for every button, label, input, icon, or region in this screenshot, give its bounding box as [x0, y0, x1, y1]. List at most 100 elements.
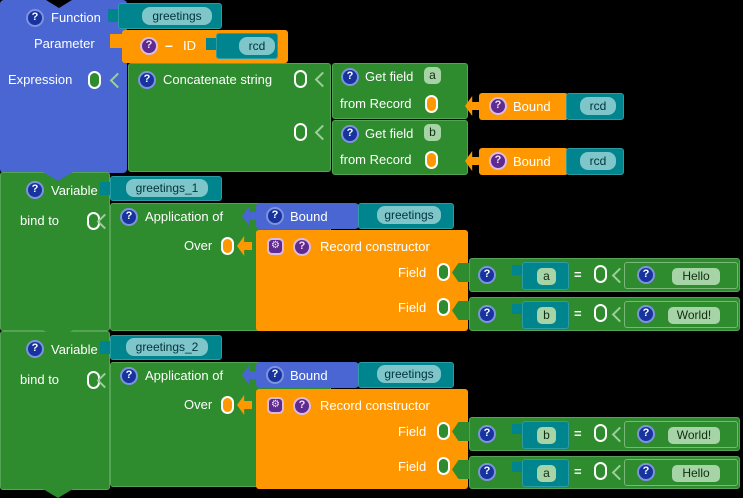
equals-label: =: [574, 426, 582, 441]
record-constructor-block[interactable]: [256, 230, 468, 331]
help-icon[interactable]: ?: [26, 181, 44, 199]
string-value-block[interactable]: [624, 262, 738, 289]
help-icon[interactable]: ?: [637, 425, 655, 443]
field-connector: [512, 265, 526, 275]
help-icon[interactable]: ?: [637, 266, 655, 284]
help-icon[interactable]: ?: [266, 366, 284, 384]
value-socket[interactable]: [594, 462, 607, 480]
bound-name-field[interactable]: greetings: [377, 206, 441, 224]
equals-label: =: [574, 267, 582, 282]
concatenate-title: Concatenate string: [163, 72, 273, 87]
help-icon[interactable]: ?: [478, 463, 496, 481]
field-name-chip[interactable]: b: [424, 124, 441, 141]
field-name-chip[interactable]: a: [537, 465, 556, 482]
help-icon[interactable]: ?: [293, 397, 311, 415]
over-socket[interactable]: [221, 237, 234, 255]
help-icon[interactable]: ?: [637, 463, 655, 481]
over-label: Over: [184, 238, 213, 253]
help-icon[interactable]: ?: [140, 37, 158, 55]
string-value-chip[interactable]: Hello: [672, 268, 720, 285]
get-field-title: Get field: [365, 69, 414, 84]
function-block[interactable]: [0, 0, 127, 173]
help-icon[interactable]: ?: [489, 97, 507, 115]
value-connector: [452, 460, 469, 479]
string-value-chip[interactable]: World!: [668, 427, 720, 444]
bound-name-field[interactable]: rcd: [580, 152, 616, 170]
variable-block[interactable]: [0, 331, 110, 490]
bound-name-field[interactable]: greetings: [377, 365, 441, 383]
value-socket[interactable]: [594, 265, 607, 283]
equals-label: =: [574, 306, 582, 321]
from-record-socket[interactable]: [425, 151, 438, 169]
help-icon[interactable]: ?: [637, 305, 655, 323]
help-icon[interactable]: ?: [120, 208, 138, 226]
help-icon[interactable]: ?: [478, 425, 496, 443]
field-name-chip[interactable]: b: [537, 427, 556, 444]
over-label: Over: [184, 397, 213, 412]
parameter-id-label: ID: [183, 38, 196, 53]
bind-to-socket[interactable]: [87, 212, 100, 230]
over-socket[interactable]: [221, 396, 234, 414]
variable-name-field[interactable]: greetings_1: [126, 179, 208, 197]
parameter-name-field[interactable]: rcd: [239, 37, 275, 55]
field-name-chip[interactable]: b: [537, 307, 556, 324]
variable-title: Variable: [51, 342, 98, 357]
from-record-label: from Record: [340, 152, 412, 167]
bind-to-label: bind to: [20, 372, 60, 387]
from-record-socket[interactable]: [425, 95, 438, 113]
field-label: Field: [398, 459, 427, 474]
field-socket[interactable]: [437, 422, 450, 440]
expression-socket[interactable]: [88, 71, 101, 89]
help-icon[interactable]: ?: [26, 9, 44, 27]
help-icon[interactable]: ?: [293, 238, 311, 256]
variable-block[interactable]: [0, 172, 110, 331]
help-icon[interactable]: ?: [489, 152, 507, 170]
from-record-label: from Record: [340, 96, 412, 111]
statement-tab: [43, 489, 73, 498]
statement-notch: [46, 0, 72, 8]
help-icon[interactable]: ?: [341, 68, 359, 86]
field-connector: [512, 424, 526, 434]
value-socket[interactable]: [594, 424, 607, 442]
mutator-gear-icon[interactable]: ⚙: [267, 238, 284, 255]
field-name-chip[interactable]: a: [537, 268, 556, 285]
statement-tab: [43, 172, 73, 181]
equals-label: =: [574, 464, 582, 479]
string-value-block[interactable]: [624, 421, 738, 448]
get-field-title: Get field: [365, 126, 414, 141]
help-icon[interactable]: ?: [26, 340, 44, 358]
string-value-block[interactable]: [624, 301, 738, 328]
help-icon[interactable]: ?: [478, 266, 496, 284]
help-icon[interactable]: ?: [341, 125, 359, 143]
value-socket[interactable]: [594, 304, 607, 322]
field-socket[interactable]: [437, 457, 450, 475]
field-socket[interactable]: [437, 298, 450, 316]
help-icon[interactable]: ?: [266, 207, 284, 225]
help-icon[interactable]: ?: [138, 71, 156, 89]
concatenate-block[interactable]: [128, 63, 331, 172]
concat-item-socket[interactable]: [294, 123, 307, 141]
mutator-gear-icon[interactable]: ⚙: [267, 397, 284, 414]
string-value-block[interactable]: [624, 459, 738, 486]
record-constructor-block[interactable]: [256, 389, 468, 489]
bind-to-socket[interactable]: [87, 371, 100, 389]
variable-name-field[interactable]: greetings_2: [126, 338, 208, 356]
field-label: Field: [398, 300, 427, 315]
field-name-chip[interactable]: a: [424, 67, 441, 84]
concat-item-socket[interactable]: [294, 70, 307, 88]
help-icon[interactable]: ?: [120, 367, 138, 385]
function-name-field[interactable]: greetings: [142, 7, 212, 25]
string-value-chip[interactable]: World!: [668, 307, 720, 324]
record-constructor-title: Record constructor: [320, 239, 430, 254]
field-name-block[interactable]: [522, 301, 569, 329]
minus-icon: –: [165, 37, 173, 53]
field-socket[interactable]: [437, 263, 450, 281]
field-connector: [100, 341, 112, 354]
bound-title: Bound: [290, 368, 328, 383]
bound-title: Bound: [290, 209, 328, 224]
help-icon[interactable]: ?: [478, 305, 496, 323]
string-value-chip[interactable]: Hello: [672, 465, 720, 482]
function-title: Function: [51, 10, 101, 25]
bound-name-field[interactable]: rcd: [580, 97, 616, 115]
field-connector: [100, 182, 112, 195]
